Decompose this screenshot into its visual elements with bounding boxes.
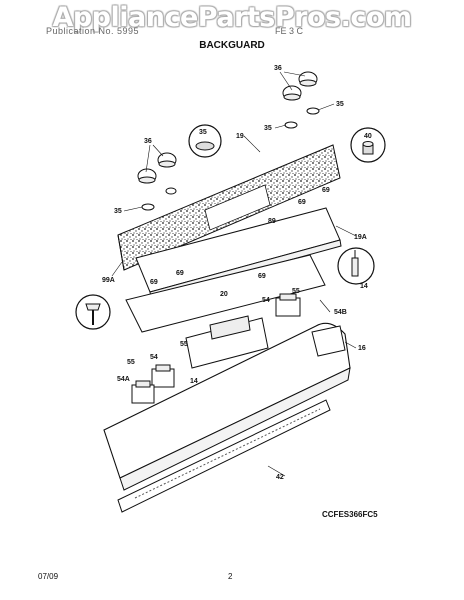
detail-circle-screw [75,294,111,330]
callout-14-detail: 14 [360,283,368,290]
switch-54-right [275,293,301,317]
callout-69-b: 69 [298,199,306,206]
publication-number: Publication No. 5995 [46,26,140,36]
footer-page-number: 2 [228,572,233,581]
callout-14-lower: 14 [190,378,198,385]
callout-55-right: 55 [292,288,300,295]
watermark: AppliancePartsPros.com [52,2,412,33]
washer-35-upper [284,107,320,129]
callout-69-e: 69 [258,273,266,280]
callout-19a: 19A [354,234,367,241]
callout-89: 89 [268,218,276,225]
glass-panel-19 [117,144,341,271]
callout-35-detail: 35 [199,129,207,136]
control-bracket-20 [125,254,326,369]
lower-housing-16 [103,322,351,491]
detail-circle-40 [350,127,386,163]
callout-16: 16 [358,345,366,352]
callout-69-a: 69 [322,187,330,194]
detail-circle-35 [188,124,222,158]
section-title: BACKGUARD [199,40,265,51]
callout-54b: 54B [334,309,347,316]
callout-69-d: 69 [176,270,184,277]
callout-40: 40 [364,133,372,140]
callout-19: 19 [236,133,244,140]
knob-36-left [137,152,177,184]
callout-35-mid: 35 [264,125,272,132]
callout-36-top: 36 [274,65,282,72]
switch-54a [131,380,155,404]
callout-55-mid: 55 [180,341,188,348]
footer-date: 07/09 [38,572,59,581]
washer-35-left [141,187,177,211]
callout-99a: 99A [102,277,115,284]
vent-trim-42 [117,399,331,513]
leader-lines [111,71,357,477]
knob-36-upper [282,71,318,101]
callout-55-left: 55 [127,359,135,366]
switch-54-left [151,364,175,388]
callout-42: 42 [276,474,284,481]
diagram-code: CCFES366FC5 [322,510,378,519]
model-number: FE 3 C [275,26,304,36]
callout-20: 20 [220,291,228,298]
callout-35-top: 35 [336,101,344,108]
callout-54-mid: 54 [150,354,158,361]
callout-54-right: 54 [262,297,270,304]
callout-54a: 54A [117,376,130,383]
detail-circle-14 [337,247,375,285]
callout-36-left: 36 [144,138,152,145]
callout-69-c: 69 [150,279,158,286]
callout-35-left: 35 [114,208,122,215]
